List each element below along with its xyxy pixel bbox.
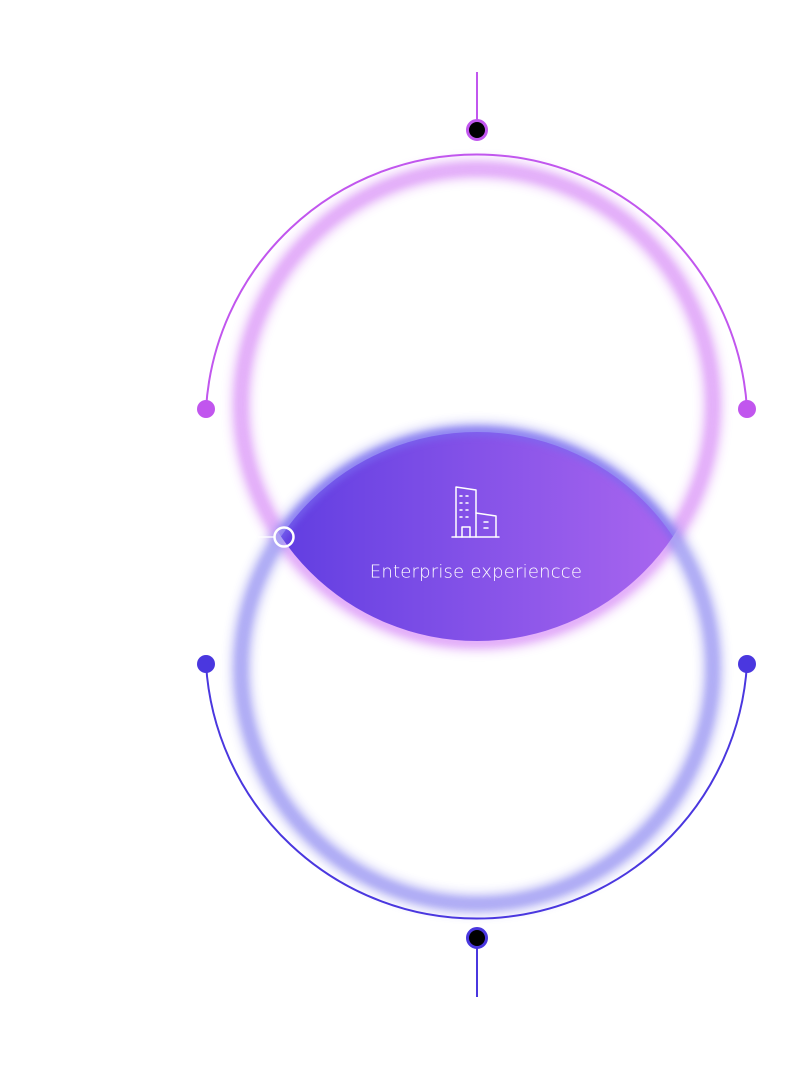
enterprise-buildings-icon <box>451 486 500 538</box>
bottom-arc-left-dot <box>197 655 215 673</box>
bottom-arc-right-dot <box>738 655 756 673</box>
intersection-lens <box>241 432 713 641</box>
bottom-node <box>466 927 488 949</box>
top-arc-right-dot <box>738 400 756 418</box>
lens-edge-glow <box>241 428 713 641</box>
intersection-label: Enterprise experiencce <box>369 561 583 583</box>
intersection-marker <box>273 526 295 548</box>
top-outer-arc <box>205 153 748 410</box>
bottom-outer-arc <box>205 663 748 920</box>
top-arc-left-dot <box>197 400 215 418</box>
top-node <box>466 119 488 141</box>
